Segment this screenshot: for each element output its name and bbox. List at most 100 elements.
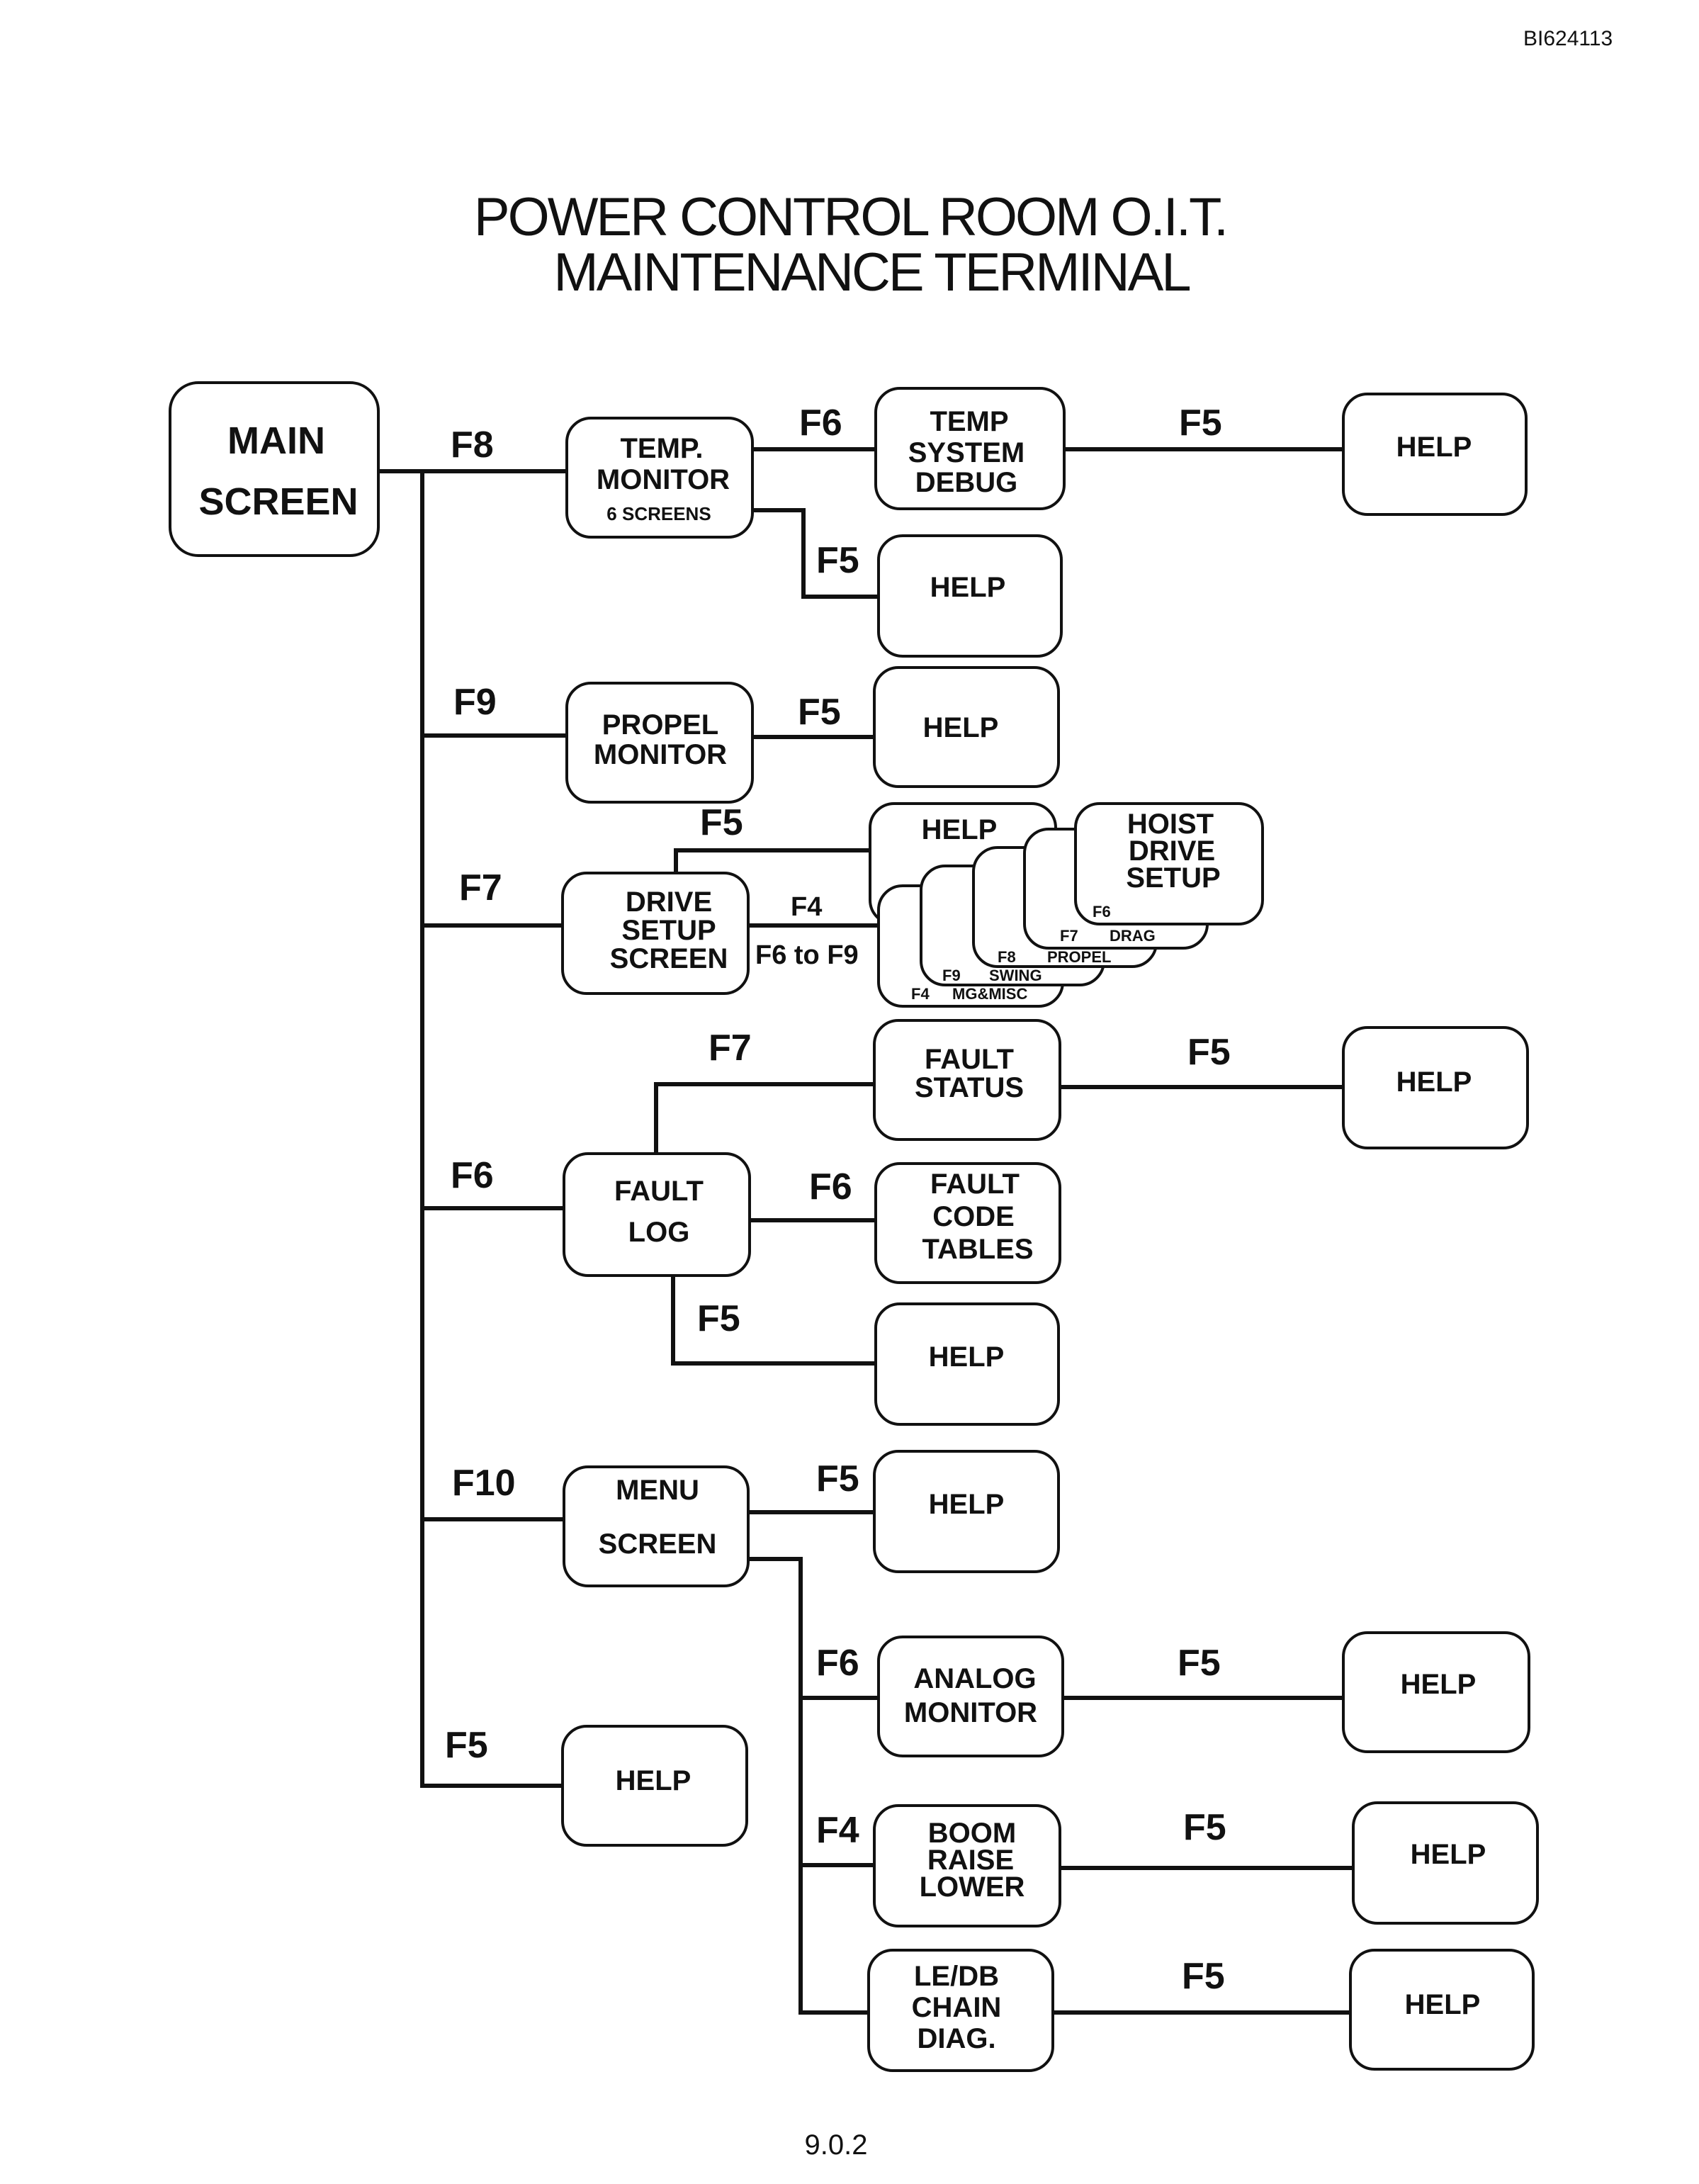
menu-screen-line2: SCREEN <box>599 1529 717 1560</box>
fault-status-line1: FAULT <box>925 1044 1014 1075</box>
key-labels: F8 F6 F5 F5 F9 F5 F7 F5 F4 F6 to F9 F6 F… <box>445 403 1231 1997</box>
diagram-title-line1: POWER CONTROL ROOM O.I.T. <box>474 187 1226 247</box>
stack-card-swing-name: SWING <box>989 967 1042 984</box>
drive-setup-line1: DRIVE <box>626 886 712 918</box>
key-menu-to-help: F5 <box>816 1458 859 1499</box>
key-main-to-propel: F9 <box>453 682 497 723</box>
menu-screen-line1: MENU <box>616 1475 699 1506</box>
main-screen-line1: MAIN <box>227 420 325 462</box>
stack-card-swing-key: F9 <box>942 967 961 984</box>
drive-setup-line2: SETUP <box>621 915 716 946</box>
help-main-label: HELP <box>616 1765 692 1796</box>
drive-setup-card-stack: F4 MG&MISC F9 SWING F8 PROPEL F7 DRAG HO… <box>877 802 1264 1008</box>
key-menu-to-analog: F6 <box>816 1643 859 1684</box>
help-fault-status-label: HELP <box>1396 1066 1472 1098</box>
stack-card-drag-name: DRAG <box>1110 927 1156 945</box>
key-drive-to-mg: F4 <box>791 892 822 922</box>
help-temp-monitor-label: HELP <box>930 572 1006 603</box>
stack-card-hoist-key: F6 <box>1093 903 1111 921</box>
le-db-chain-diag-box[interactable]: LE/DB CHAIN DIAG. <box>867 1949 1054 2072</box>
stack-card-hoist[interactable]: HOIST DRIVE SETUP F6 <box>1074 802 1264 925</box>
key-boom-to-help: F5 <box>1183 1807 1226 1848</box>
key-fault-to-status: F7 <box>709 1028 752 1069</box>
stack-card-mg-key: F4 <box>911 985 930 1003</box>
fault-log-line1: FAULT <box>614 1176 704 1207</box>
drive-setup-screen-box[interactable]: DRIVE SETUP SCREEN <box>561 872 750 995</box>
stack-card-propel-key: F8 <box>998 948 1016 966</box>
stack-card-propel-name: PROPEL <box>1047 948 1111 966</box>
fault-code-tables-line2: CODE <box>932 1201 1015 1232</box>
help-box-ledb[interactable]: HELP <box>1349 1949 1535 2071</box>
help-box-temp-monitor[interactable]: HELP <box>877 534 1063 658</box>
page-number: 9.0.2 <box>805 2129 868 2161</box>
menu-screen-box[interactable]: MENU SCREEN <box>563 1465 750 1587</box>
ledb-line3: DIAG. <box>917 2023 995 2054</box>
main-screen-box[interactable]: MAIN SCREEN <box>169 381 380 557</box>
key-main-to-help: F5 <box>445 1725 488 1766</box>
temp-system-debug-line3: DEBUG <box>915 467 1017 498</box>
key-debug-to-help: F5 <box>1179 403 1222 444</box>
help-propel-label: HELP <box>923 712 999 743</box>
help-box-fault-status[interactable]: HELP <box>1342 1026 1529 1149</box>
help-ledb-label: HELP <box>1405 1989 1481 2020</box>
help-box-analog[interactable]: HELP <box>1342 1631 1530 1753</box>
fault-code-tables-box[interactable]: FAULT CODE TABLES <box>874 1162 1061 1284</box>
key-main-to-drive: F7 <box>459 867 502 908</box>
analog-monitor-line1: ANALOG <box>913 1663 1036 1694</box>
temp-monitor-line2: MONITOR <box>597 464 730 495</box>
boom-line1: BOOM <box>928 1818 1016 1849</box>
analog-monitor-line2: MONITOR <box>904 1697 1037 1728</box>
help-box-menu[interactable]: HELP <box>873 1450 1060 1573</box>
hoist-drive-setup-line2: DRIVE <box>1129 835 1215 867</box>
temp-monitor-note: 6 SCREENS <box>606 503 711 524</box>
help-menu-label: HELP <box>929 1489 1005 1520</box>
fault-log-box[interactable]: FAULT LOG <box>563 1152 751 1277</box>
help-analog-label: HELP <box>1401 1669 1477 1700</box>
propel-monitor-box[interactable]: PROPEL MONITOR <box>565 682 754 804</box>
boom-line2: RAISE <box>927 1845 1014 1876</box>
analog-monitor-box[interactable]: ANALOG MONITOR <box>877 1636 1064 1757</box>
help-fault-log-label: HELP <box>929 1341 1005 1373</box>
stack-card-drag-key: F7 <box>1060 927 1078 945</box>
key-ledb-to-help: F5 <box>1182 1956 1225 1997</box>
fault-status-box[interactable]: FAULT STATUS <box>873 1019 1061 1141</box>
help-box-main[interactable]: HELP <box>561 1725 748 1847</box>
temp-system-debug-line1: TEMP <box>930 406 1008 437</box>
stack-card-mg-name: MG&MISC <box>952 985 1027 1003</box>
boom-line3: LOWER <box>920 1871 1025 1903</box>
diagram-title-line2: MAINTENANCE TERMINAL <box>553 242 1190 303</box>
key-analog-to-help: F5 <box>1178 1643 1221 1684</box>
help-box-temp-debug[interactable]: HELP <box>1342 393 1528 516</box>
temp-monitor-box[interactable]: TEMP. MONITOR 6 SCREENS <box>565 417 754 539</box>
propel-monitor-line2: MONITOR <box>594 739 727 770</box>
help-box-boom[interactable]: HELP <box>1352 1801 1539 1925</box>
fault-code-tables-line3: TABLES <box>922 1234 1033 1265</box>
key-main-to-fault: F6 <box>451 1155 494 1196</box>
boom-raise-lower-box[interactable]: BOOM RAISE LOWER <box>873 1804 1061 1927</box>
ledb-line2: CHAIN <box>912 1992 1002 2023</box>
key-menu-to-boom: F4 <box>816 1810 859 1851</box>
ledb-line1: LE/DB <box>914 1961 999 1992</box>
help-boom-label: HELP <box>1411 1839 1486 1870</box>
key-temp-to-help: F5 <box>816 540 859 581</box>
temp-monitor-line1: TEMP. <box>620 433 703 464</box>
key-fault-to-help: F5 <box>697 1298 740 1339</box>
fault-status-line2: STATUS <box>915 1072 1024 1103</box>
fault-code-tables-line1: FAULT <box>930 1169 1020 1200</box>
help-temp-debug-label: HELP <box>1396 432 1472 463</box>
document-id: BI624113 <box>1523 27 1613 50</box>
temp-system-debug-line2: SYSTEM <box>908 437 1025 468</box>
temp-system-debug-box[interactable]: TEMP SYSTEM DEBUG <box>874 387 1066 510</box>
help-drive-setup-label: HELP <box>922 814 998 845</box>
key-drive-to-drives: F6 to F9 <box>755 940 859 970</box>
key-propel-to-help: F5 <box>798 692 841 733</box>
help-box-fault-log[interactable]: HELP <box>874 1302 1060 1426</box>
main-screen-line2: SCREEN <box>198 480 358 523</box>
key-fault-to-codes: F6 <box>809 1166 852 1208</box>
help-box-propel[interactable]: HELP <box>873 666 1060 788</box>
propel-monitor-line1: PROPEL <box>602 709 718 741</box>
hoist-drive-setup-line3: SETUP <box>1126 862 1220 894</box>
key-status-to-help: F5 <box>1187 1032 1231 1073</box>
fault-log-line2: LOG <box>628 1217 690 1248</box>
